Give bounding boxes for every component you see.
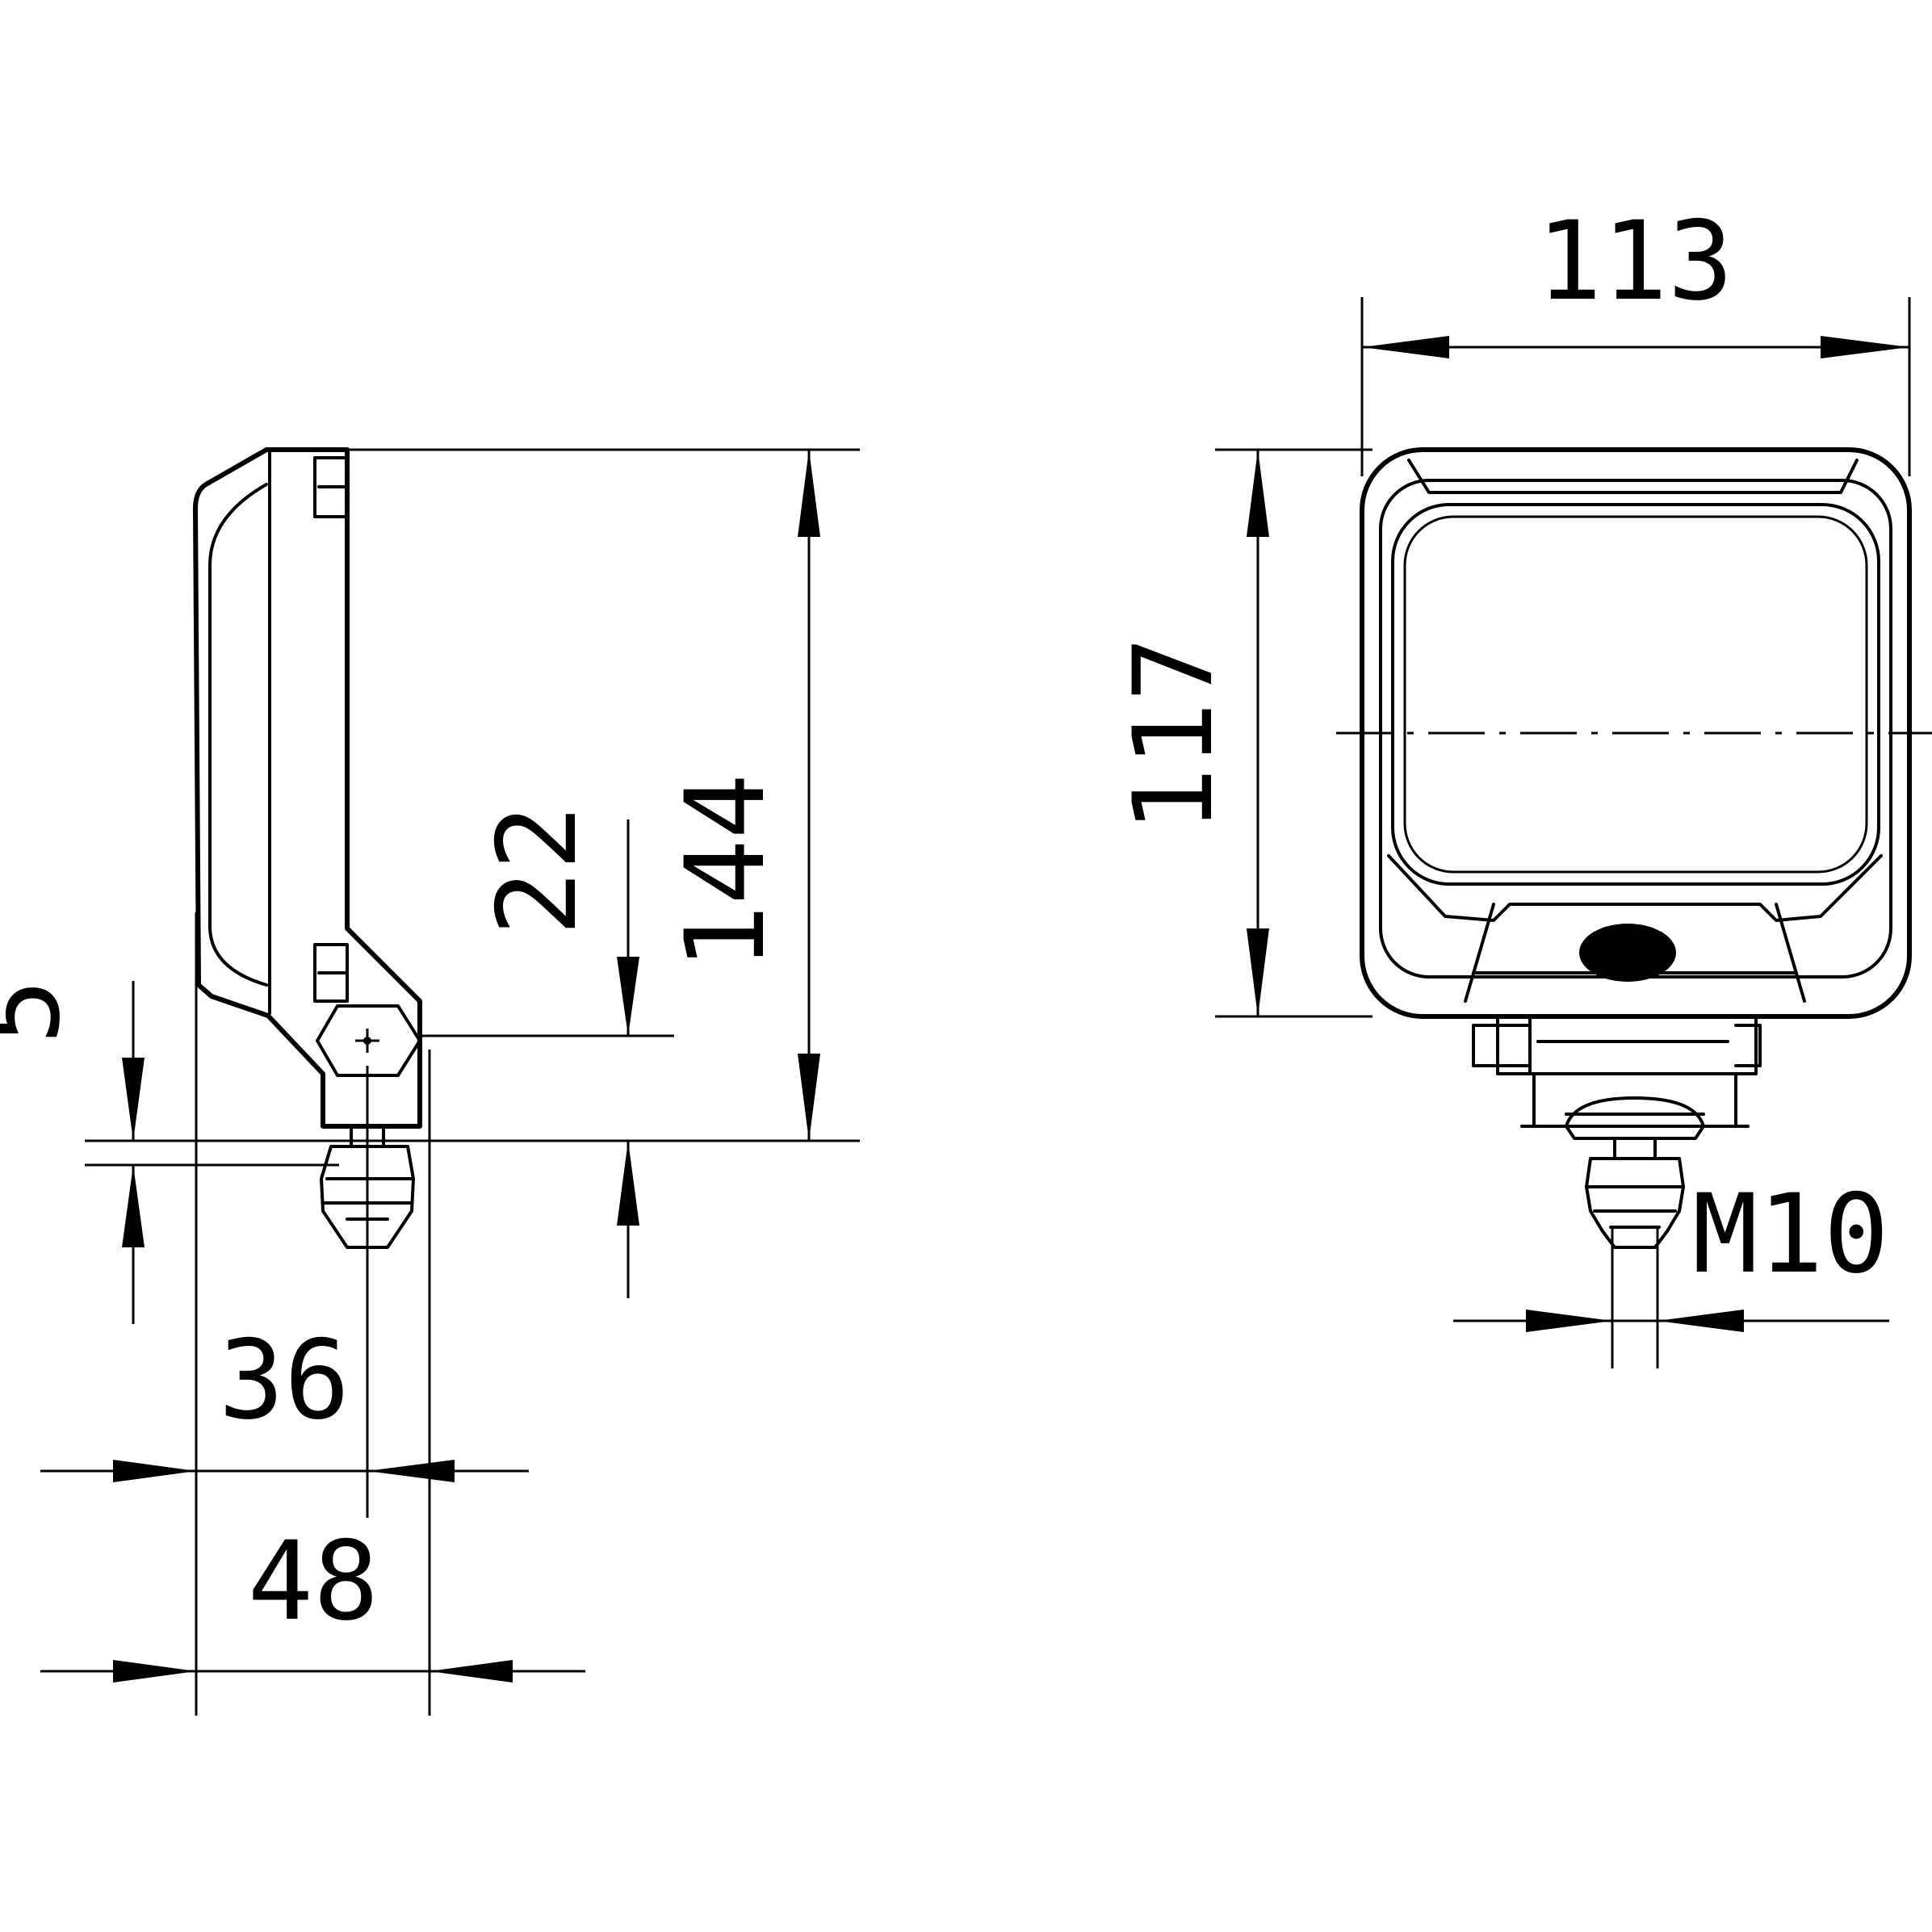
front-view [1336,447,1932,1249]
dimension-36: 36 [40,912,529,1716]
dimension-m10-label: M10 [1692,1171,1889,1297]
dimension-36-label: 36 [219,1317,350,1444]
side-view-bottom-clip [313,943,349,1003]
front-view-mount-dome [1565,1096,1705,1140]
dimension-144: 144 [266,448,860,1142]
dimension-144-label: 144 [662,773,789,970]
side-view [193,447,422,1518]
dimension-117: 117 [1110,448,1373,1018]
dimension-5: 5 [0,979,432,1324]
dimension-113: 113 [1360,198,1911,476]
dimension-22-label: 22 [474,805,601,937]
front-view-lens [1391,503,1880,886]
dimension-117-label: 117 [1110,636,1237,833]
dimension-48: 48 [40,1050,585,1716]
side-view-housing [193,447,422,1129]
side-view-hex-nut [316,1004,421,1077]
front-view-bolt [1585,1137,1685,1249]
dimension-48-label: 48 [248,1518,379,1645]
side-view-bolt [320,1125,421,1249]
dimension-113-label: 113 [1536,198,1733,325]
dimension-5-label: 5 [0,979,84,1044]
dimension-22: 22 [420,805,674,1298]
side-view-top-clip [313,456,349,518]
front-view-mount-bracket [1472,1017,1762,1128]
front-view-logo-ellipse [1579,924,1676,982]
dimension-m10: M10 [1453,1171,1889,1368]
front-view-bezel [1379,479,1892,979]
